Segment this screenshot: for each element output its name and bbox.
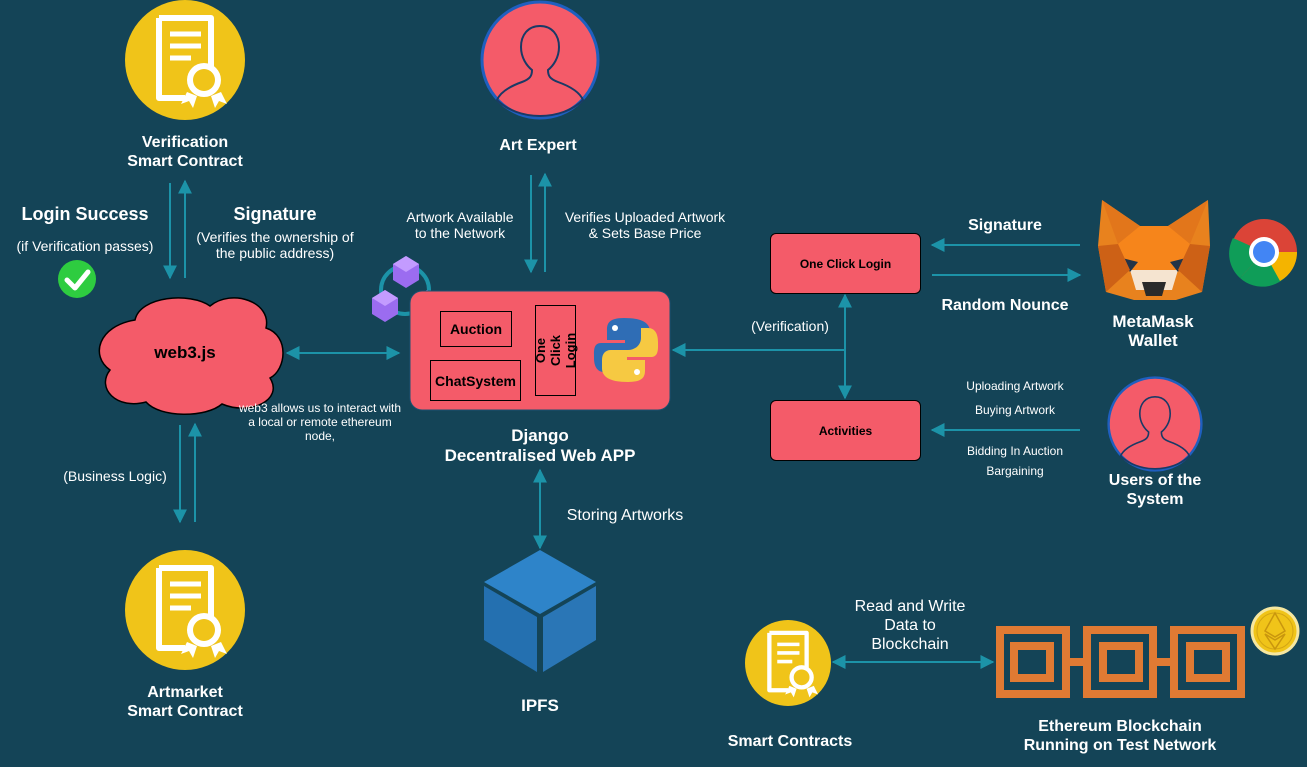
- users-icon: [1107, 376, 1203, 472]
- activities-box: Activities: [770, 400, 921, 461]
- python-icon: [593, 318, 659, 382]
- smart-contracts-label: Smart Contracts: [727, 733, 853, 750]
- smart-contracts-icon: [745, 620, 831, 706]
- verifies-uploaded-label: Verifies Uploaded Artwork& Sets Base Pri…: [564, 209, 726, 241]
- ipfs-label: IPFS: [521, 696, 559, 715]
- check-icon: [58, 260, 96, 298]
- login-success-title: Login Success: [21, 204, 149, 224]
- web3-cloud-icon: [98, 297, 284, 415]
- verification-contract-icon: [125, 0, 245, 120]
- art-expert-icon: [480, 0, 600, 120]
- metamask-fox-icon: [1098, 200, 1210, 300]
- one-click-login-vertical-label: One Click Login: [533, 332, 578, 369]
- activities-label: Activities: [818, 423, 873, 438]
- one-click-login-box: One Click Login: [770, 233, 921, 294]
- one-click-login-label: One Click Login: [799, 256, 892, 271]
- chat-system-module: ChatSystem: [430, 360, 521, 401]
- auction-module: Auction: [440, 311, 512, 347]
- random-nounce-label: Random Nounce: [941, 297, 1069, 314]
- ipfs-cube-icon: [484, 550, 596, 672]
- chat-system-label: ChatSystem: [435, 372, 516, 389]
- storing-artworks-label: Storing Artworks: [566, 507, 684, 524]
- verification-note: (Verification): [751, 318, 829, 334]
- art-expert-label: Art Expert: [499, 137, 577, 154]
- signature-left-title: Signature: [233, 204, 317, 224]
- ethereum-chain-icon: [996, 626, 1245, 698]
- signature-right-label: Signature: [968, 217, 1042, 234]
- business-logic-label: (Business Logic): [63, 468, 167, 484]
- one-click-login-module: One Click Login: [533, 305, 578, 396]
- web3-label: web3.js: [154, 343, 216, 362]
- ethereum-coin-icon: [1250, 606, 1300, 656]
- chrome-icon: [1229, 219, 1298, 287]
- connector-arrows: [163, 172, 1082, 669]
- login-success-note: (if Verification passes): [16, 238, 154, 254]
- artmarket-contract-icon: [125, 550, 245, 670]
- auction-label: Auction: [449, 321, 503, 337]
